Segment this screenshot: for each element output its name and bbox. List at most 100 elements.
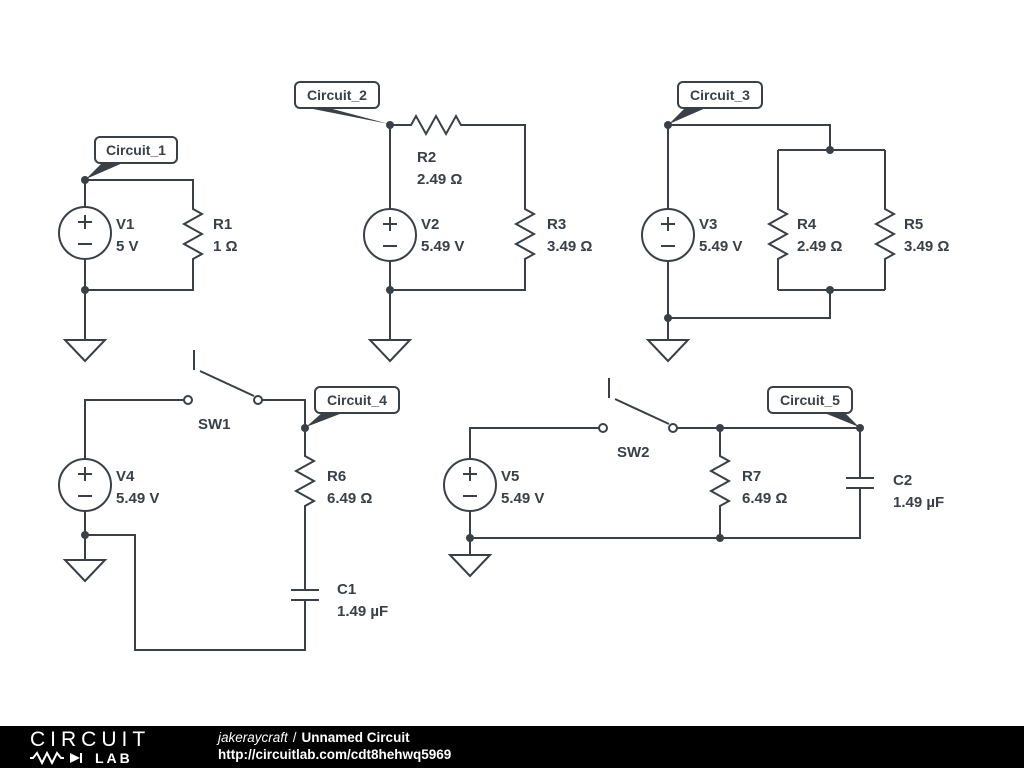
junction-dot (386, 121, 394, 129)
callout-circuit-4: Circuit_4 (306, 386, 400, 427)
capacitor-icon (845, 477, 875, 489)
sw2-name-label: SW2 (617, 444, 650, 461)
v4-name-label: V4 (116, 468, 135, 485)
r2-name-label: R2 (417, 149, 436, 166)
callout-box (677, 81, 763, 109)
callout-circuit-1: Circuit_1 (86, 136, 178, 179)
r7-name-label: R7 (742, 468, 761, 485)
r3-value-label: 3.49 Ω (547, 238, 592, 255)
callout-box (294, 81, 380, 109)
v5-name-label: V5 (501, 468, 519, 485)
callout-circuit-2: Circuit_2 (294, 81, 389, 124)
wire (84, 179, 194, 340)
junction-dot (466, 534, 474, 542)
resistor-icon (515, 202, 535, 266)
callout-pointer-icon (86, 162, 125, 179)
v2-name-label: V2 (421, 216, 439, 233)
r7-value-label: 6.49 Ω (742, 490, 787, 507)
circuit-5: V5 5.49 V SW2 R7 6.49 Ω C2 1.49 µF Circu… (443, 377, 944, 577)
voltage-source-icon (58, 458, 112, 512)
schematic-canvas: V1 5 V R1 1 Ω Circuit_1 V2 5.49 V R2 2.4… (58, 81, 950, 651)
voltage-source-icon (58, 206, 112, 260)
circuit-4: V4 5.49 V SW1 R6 6.49 Ω C1 1.49 µF Circu… (58, 349, 400, 651)
junction-dot (716, 534, 724, 542)
voltage-source-icon (443, 458, 497, 512)
callout-label: Circuit_3 (690, 87, 750, 103)
ground-icon (449, 554, 491, 577)
r1-name-label: R1 (213, 216, 232, 233)
ground-icon (64, 339, 106, 362)
v3-name-label: V3 (699, 216, 717, 233)
r5-value-label: 3.49 Ω (904, 238, 949, 255)
voltage-source-icon (641, 208, 695, 262)
circuit-url: http://circuitlab.com/cdt8hehwq5969 (218, 747, 452, 762)
c2-name-label: C2 (893, 472, 912, 489)
ground-icon (647, 339, 689, 362)
resistor-icon (768, 202, 788, 266)
junction-dot (826, 146, 834, 154)
callout-pointer-icon (822, 412, 859, 427)
junction-dot (664, 314, 672, 322)
callout-pointer-icon (669, 107, 708, 124)
r6-name-label: R6 (327, 468, 346, 485)
callout-box (314, 386, 400, 414)
circuit-title: Unnamed Circuit (301, 730, 410, 746)
junction-dot (664, 121, 672, 129)
voltage-source-icon (363, 208, 417, 262)
ground-icon (369, 339, 411, 362)
circuit-byline: jakeraycraft/Unnamed Circuit (218, 730, 451, 746)
callout-box (94, 136, 178, 164)
byline-separator: / (292, 730, 297, 746)
junction-dot (81, 286, 89, 294)
callout-label: Circuit_2 (307, 87, 367, 103)
r5-name-label: R5 (904, 216, 923, 233)
switch-icon (183, 349, 263, 405)
r6-value-label: 6.49 Ω (327, 490, 372, 507)
r4-name-label: R4 (797, 216, 817, 233)
c1-value-label: 1.49 µF (337, 603, 388, 620)
junction-dot (81, 531, 89, 539)
c2-value-label: 1.49 µF (893, 494, 944, 511)
wire (84, 399, 306, 651)
r1-value-label: 1 Ω (213, 238, 238, 255)
callout-pointer-icon (303, 107, 389, 124)
switch-icon (598, 377, 678, 433)
logo-resistor-diode-icon (30, 751, 82, 765)
logo-text-lab: LAB (95, 750, 133, 766)
ground-icon (64, 559, 106, 582)
junction-dot (301, 424, 309, 432)
footer-meta: jakeraycraft/Unnamed Circuit http://circ… (218, 730, 452, 763)
r3-name-label: R3 (547, 216, 566, 233)
logo-bottom-row: LAB (30, 751, 190, 765)
junction-dot (716, 424, 724, 432)
resistor-icon (404, 115, 468, 135)
author-name: jakeraycraft (218, 730, 288, 746)
callout-circuit-3: Circuit_3 (669, 81, 763, 124)
circuit-3: V3 5.49 V R4 2.49 Ω R5 3.49 Ω Circuit_3 (641, 81, 949, 362)
v2-value-label: 5.49 V (421, 238, 464, 255)
r4-value-label: 2.49 Ω (797, 238, 842, 255)
sw1-name-label: SW1 (198, 416, 231, 433)
circuit-2: V2 5.49 V R2 2.49 Ω R3 3.49 Ω Circuit_2 (294, 81, 592, 362)
capacitor-icon (290, 589, 320, 601)
callout-circuit-5: Circuit_5 (767, 386, 859, 427)
callout-box (767, 386, 853, 414)
c1-name-label: C1 (337, 581, 356, 598)
resistor-icon (295, 449, 315, 513)
resistor-icon (875, 202, 895, 266)
callout-label: Circuit_4 (327, 392, 387, 408)
v3-value-label: 5.49 V (699, 238, 742, 255)
circuit-1: V1 5 V R1 1 Ω Circuit_1 (58, 136, 238, 362)
v4-value-label: 5.49 V (116, 490, 159, 507)
circuitlab-logo: CIRCUIT LAB (30, 729, 190, 765)
callout-label: Circuit_1 (106, 142, 166, 158)
v5-value-label: 5.49 V (501, 490, 544, 507)
callout-pointer-icon (306, 412, 345, 427)
resistor-icon (710, 449, 730, 513)
v1-value-label: 5 V (116, 238, 139, 255)
v1-name-label: V1 (116, 216, 134, 233)
junction-dot (386, 286, 394, 294)
junction-dot (826, 286, 834, 294)
callout-label: Circuit_5 (780, 392, 840, 408)
logo-text-circuit: CIRCUIT (30, 728, 151, 751)
